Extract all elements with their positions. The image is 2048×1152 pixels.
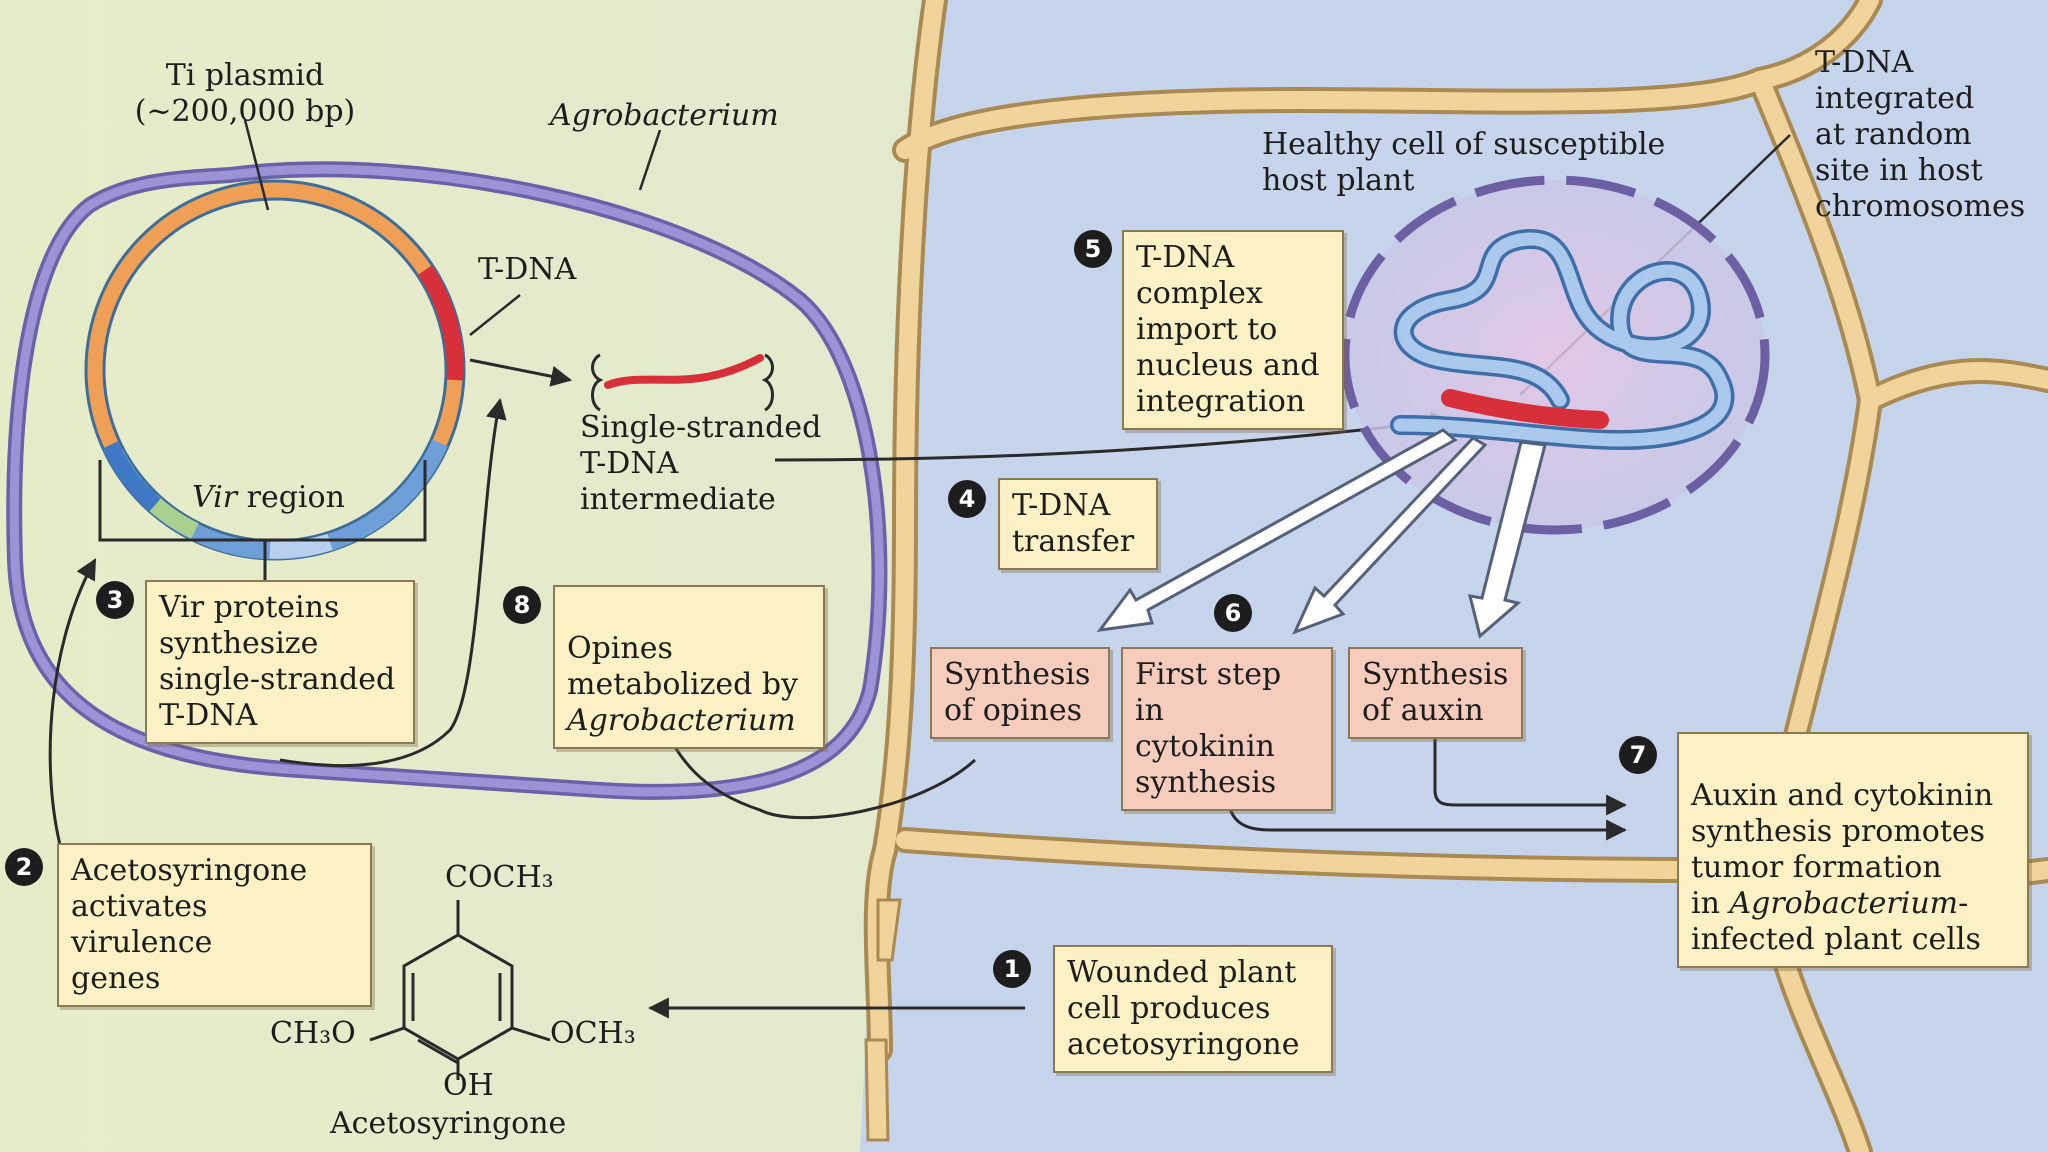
step-4-number: 4: [948, 480, 986, 518]
tdna-arc: [417, 265, 464, 381]
wound-fragments: [864, 898, 902, 1142]
acetosyringone-structure: [369, 900, 551, 1080]
step-2-number: 2: [5, 848, 43, 886]
vir-label-italic: Vir: [192, 480, 238, 515]
step-8-box: Opines metabolized by Agrobacterium: [553, 585, 825, 749]
step-7-text-italic: Agrobacterium: [1729, 886, 1959, 921]
ch3o-label: CH₃O: [270, 1016, 356, 1051]
auxin-synthesis-box: Synthesis of auxin: [1348, 647, 1523, 739]
step-7-text-2: - infected plant cells: [1691, 886, 1981, 957]
vir-label-rest: region: [237, 480, 345, 515]
step-3-number: 3: [96, 581, 134, 619]
step-7-text-1: Auxin and cytokinin synthesis promotes t…: [1691, 778, 1994, 921]
step-5-number: 5: [1074, 230, 1112, 268]
cooch3-label: COCH₃: [445, 860, 554, 895]
vir-bracket: [98, 460, 427, 580]
tdna-integrated-label: T-DNA integrated at random site in host …: [1815, 45, 2026, 224]
chromosome: [1390, 229, 1735, 451]
oh-label: OH: [443, 1068, 494, 1103]
tdna-intermediate: [591, 353, 774, 412]
acetosyringone-label: Acetosyringone: [330, 1106, 567, 1141]
och3-label: OCH₃: [550, 1016, 636, 1051]
expression-arrows: [1096, 428, 1547, 639]
opines-synthesis-box: Synthesis of opines: [930, 647, 1110, 739]
step-1-box: Wounded plant cell produces acetosyringo…: [1053, 945, 1333, 1073]
ti-plasmid-label: Ti plasmid (~200,000 bp): [134, 58, 356, 129]
step-8-text-1: Opines metabolized by: [567, 631, 799, 702]
step-3-box: Vir proteins synthesize single-stranded …: [145, 580, 415, 744]
vir-region-label: Vir region: [192, 444, 345, 516]
cytokinin-synthesis-box: First step in cytokinin synthesis: [1121, 647, 1333, 811]
ti-plasmid: [84, 179, 466, 561]
step-8-text-italic: Agrobacterium: [567, 703, 796, 738]
healthy-cell-label: Healthy cell of susceptible host plant: [1262, 127, 1666, 198]
step-8-number: 8: [503, 586, 541, 624]
step-4-box: T-DNA transfer: [998, 478, 1158, 570]
single-stranded-label: Single-stranded T-DNA intermediate: [580, 410, 822, 517]
process-arrows: [48, 358, 1628, 1019]
step-1-number: 1: [993, 950, 1031, 988]
step-7-box: Auxin and cytokinin synthesis promotes t…: [1677, 732, 2029, 968]
step-2-box: Acetosyringone activates virulence genes: [57, 843, 372, 1007]
step-7-number: 7: [1619, 736, 1657, 774]
step-5-box: T-DNA complex import to nucleus and inte…: [1122, 230, 1344, 430]
tdna-label: T-DNA: [478, 252, 577, 287]
agrobacterium-label: Agrobacterium: [550, 98, 779, 133]
step-6-number: 6: [1214, 594, 1252, 632]
integrated-tdna: [1441, 389, 1609, 429]
